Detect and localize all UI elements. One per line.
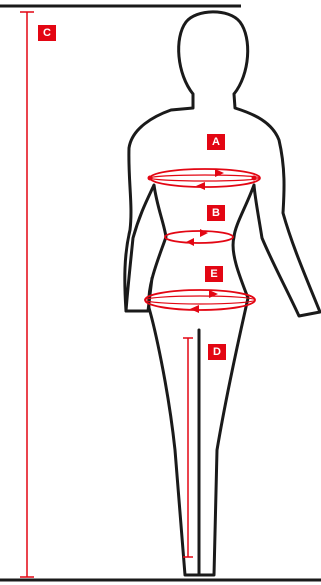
c-height-marker bbox=[20, 12, 34, 577]
label-d: D bbox=[208, 344, 226, 360]
head-outline bbox=[179, 12, 248, 94]
a-chest-marker bbox=[148, 169, 261, 190]
e-hip-marker bbox=[145, 290, 255, 313]
body-outline bbox=[125, 94, 320, 575]
label-e: E bbox=[205, 266, 223, 282]
label-c: C bbox=[38, 25, 56, 41]
b-waist-marker bbox=[165, 229, 233, 246]
label-a: A bbox=[207, 134, 225, 150]
d-inseam-marker bbox=[183, 338, 193, 557]
label-b: B bbox=[207, 205, 225, 221]
